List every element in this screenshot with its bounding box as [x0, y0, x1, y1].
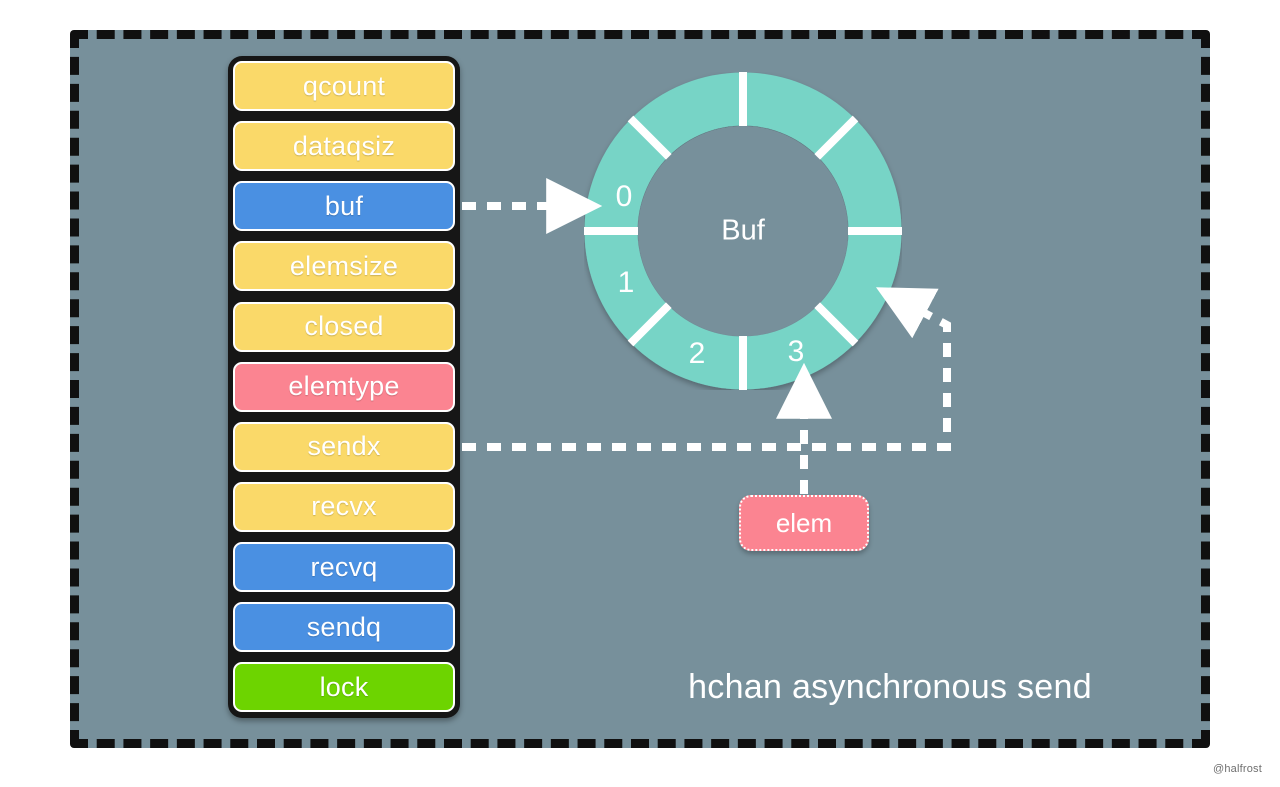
struct-field-recvq[interactable]: recvq: [233, 542, 455, 593]
struct-field-closed[interactable]: closed: [233, 301, 455, 352]
struct-field-label: elemsize: [289, 250, 399, 281]
ring-slot-label-1: 1: [618, 266, 635, 299]
struct-field-label: sendq: [306, 611, 382, 642]
struct-field-label: dataqsiz: [292, 130, 396, 161]
struct-field-elemtype[interactable]: elemtype: [233, 361, 455, 412]
elem-label: elem: [775, 507, 833, 538]
struct-field-label: elemtype: [288, 371, 400, 402]
ring-divider-315: [627, 115, 672, 160]
ring-divider-45: [814, 115, 859, 160]
struct-field-dataqsiz[interactable]: dataqsiz: [233, 121, 455, 172]
struct-field-buf[interactable]: buf: [233, 181, 455, 232]
struct-field-sendq[interactable]: sendq: [233, 602, 455, 653]
struct-field-label: buf: [324, 190, 364, 221]
elem-box[interactable]: elem: [739, 495, 869, 551]
ring-center-label: Buf: [721, 215, 765, 247]
struct-field-recvx[interactable]: recvx: [233, 481, 455, 532]
ring-buffer: Buf 0 1 2 3: [584, 72, 902, 390]
ring-slot-label-2: 2: [689, 337, 706, 370]
struct-field-elemsize[interactable]: elemsize: [233, 241, 455, 292]
ring-slot-label-0: 0: [616, 180, 633, 213]
struct-field-label: sendx: [307, 431, 381, 462]
watermark: @halfrost: [1212, 763, 1262, 775]
diagram-caption: hchan asynchronous send: [688, 668, 1092, 706]
struct-field-lock[interactable]: lock: [233, 662, 455, 713]
struct-field-label: lock: [319, 671, 369, 702]
struct-field-label: closed: [304, 311, 384, 342]
ring-hole: [638, 126, 848, 336]
ring-slot-label-3: 3: [788, 335, 805, 368]
struct-field-label: recvq: [310, 551, 378, 582]
struct-field-sendx[interactable]: sendx: [233, 421, 455, 472]
struct-field-label: qcount: [302, 70, 386, 101]
hchan-struct-container: qcount dataqsiz buf elemsize closed elem…: [228, 56, 460, 718]
ring-buffer-svg: Buf 0 1 2 3: [584, 72, 902, 390]
struct-field-label: recvx: [311, 491, 377, 522]
struct-field-qcount[interactable]: qcount: [233, 61, 455, 111]
